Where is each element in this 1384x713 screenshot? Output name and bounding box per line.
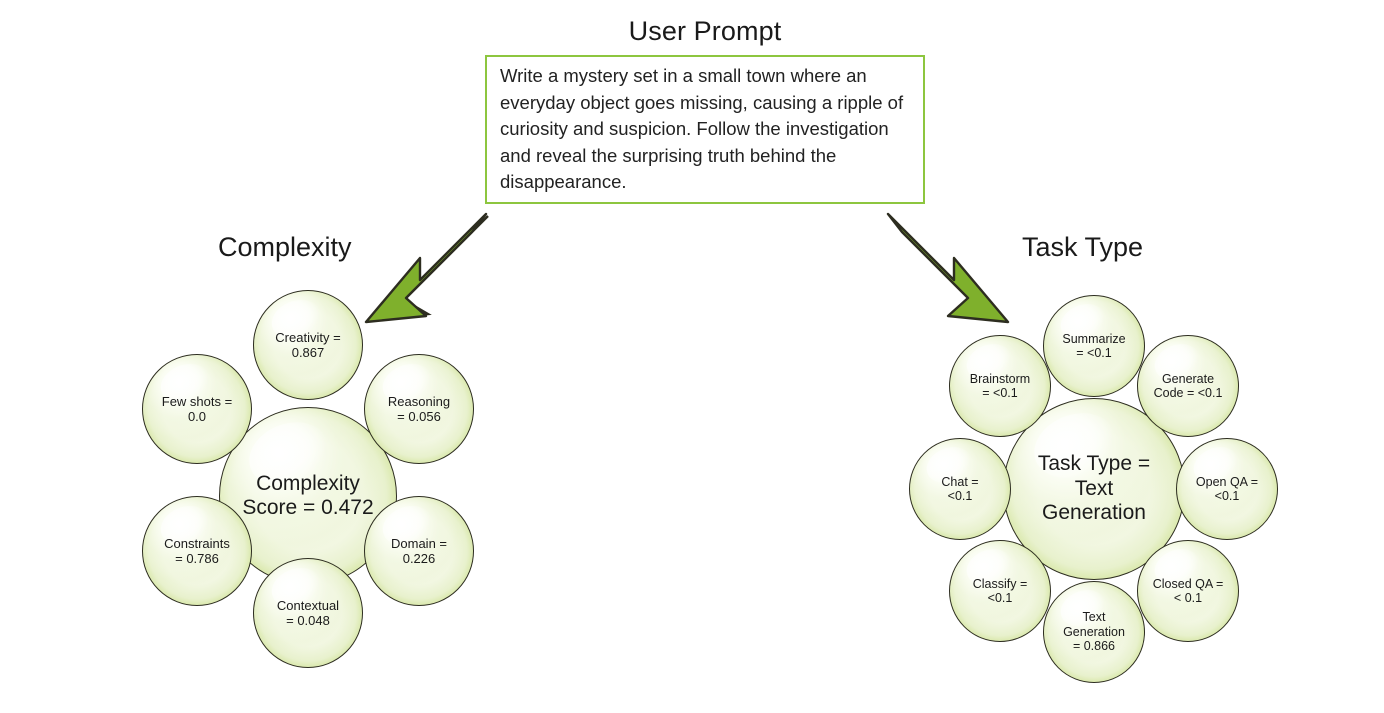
bubble-brainstorm-line2: = <0.1 bbox=[982, 386, 1018, 400]
bubble-open-qa-line2: <0.1 bbox=[1214, 489, 1240, 503]
bubble-task-type-line3: Generation bbox=[1042, 501, 1146, 525]
cluster-heading-complexity: Complexity bbox=[218, 232, 352, 262]
arrow-down-right-icon bbox=[886, 212, 1010, 324]
bubble-generate-code-line2: Code = <0.1 bbox=[1153, 386, 1223, 400]
bubble-few-shots[interactable]: Few shots = 0.0 bbox=[142, 354, 252, 464]
arrow-down-left-icon bbox=[364, 212, 489, 324]
bubble-domain[interactable]: Domain = 0.226 bbox=[364, 496, 474, 606]
bubble-reasoning-line1: Reasoning bbox=[387, 393, 451, 409]
bubble-text-generation-line3: = 0.866 bbox=[1072, 639, 1116, 654]
complexity-cluster: Creativity = 0.867 Reasoning = 0.056 Dom… bbox=[110, 290, 510, 690]
bubble-task-type-line2: Text bbox=[1074, 476, 1114, 500]
bubble-creativity-line2: 0.867 bbox=[291, 345, 325, 360]
task-type-cluster: Summarize = <0.1 Generate Code = <0.1 Op… bbox=[893, 290, 1293, 690]
bubble-creativity[interactable]: Creativity = 0.867 bbox=[253, 290, 363, 400]
bubble-classify[interactable]: Classify = <0.1 bbox=[949, 540, 1051, 642]
bubble-reasoning[interactable]: Reasoning = 0.056 bbox=[364, 354, 474, 464]
bubble-task-type-line1: Task Type = bbox=[1037, 452, 1151, 476]
bubble-few-shots-line2: 0.0 bbox=[187, 409, 207, 424]
page-title: User Prompt bbox=[628, 16, 782, 46]
bubble-closed-qa-line2: < 0.1 bbox=[1173, 591, 1203, 605]
bubble-constraints[interactable]: Constraints = 0.786 bbox=[142, 496, 252, 606]
bubble-chat[interactable]: Chat = <0.1 bbox=[909, 438, 1011, 540]
bubble-text-generation-line1: Text bbox=[1082, 610, 1106, 625]
bubble-constraints-line1: Constraints bbox=[164, 535, 230, 551]
bubble-closed-qa[interactable]: Closed QA = < 0.1 bbox=[1137, 540, 1239, 642]
bubble-generate-code-line1: Generate bbox=[1161, 371, 1215, 386]
bubble-complexity-score-line2: Score = 0.472 bbox=[242, 496, 374, 519]
bubble-chat-line2: <0.1 bbox=[947, 489, 973, 503]
bubble-contextual-line2: = 0.048 bbox=[286, 613, 330, 628]
cluster-heading-task-type: Task Type bbox=[1022, 232, 1144, 262]
bubble-brainstorm[interactable]: Brainstorm = <0.1 bbox=[949, 335, 1051, 437]
bubble-generate-code[interactable]: Generate Code = <0.1 bbox=[1137, 335, 1239, 437]
bubble-classify-line1: Classify = bbox=[972, 576, 1028, 591]
bubble-text-generation-line2: Generation bbox=[1063, 624, 1125, 639]
bubble-contextual-line1: Contextual bbox=[276, 597, 340, 613]
bubble-closed-qa-line1: Closed QA = bbox=[1152, 576, 1224, 591]
bubble-task-type-result[interactable]: Task Type = Text Generation bbox=[1003, 398, 1185, 580]
bubble-few-shots-line1: Few shots = bbox=[161, 393, 233, 409]
bubble-domain-line1: Domain = bbox=[391, 535, 447, 551]
bubble-chat-line1: Chat = bbox=[941, 474, 979, 489]
user-prompt-box: Write a mystery set in a small town wher… bbox=[485, 55, 925, 204]
user-prompt-text: Write a mystery set in a small town wher… bbox=[500, 65, 909, 192]
bubble-brainstorm-line1: Brainstorm bbox=[969, 371, 1031, 386]
bubble-open-qa[interactable]: Open QA = <0.1 bbox=[1176, 438, 1278, 540]
bubble-open-qa-line1: Open QA = bbox=[1195, 474, 1259, 489]
bubble-reasoning-line2: = 0.056 bbox=[397, 409, 441, 424]
bubble-summarize[interactable]: Summarize = <0.1 bbox=[1043, 295, 1145, 397]
bubble-constraints-line2: = 0.786 bbox=[175, 551, 219, 566]
bubble-summarize-line1: Summarize bbox=[1062, 331, 1126, 346]
bubble-summarize-line2: = <0.1 bbox=[1076, 346, 1112, 360]
bubble-complexity-score[interactable]: Complexity Score = 0.472 bbox=[219, 407, 397, 585]
bubble-contextual[interactable]: Contextual = 0.048 bbox=[253, 558, 363, 668]
bubble-domain-line2: 0.226 bbox=[402, 551, 436, 566]
bubble-creativity-line1: Creativity = bbox=[275, 329, 341, 345]
bubble-text-generation[interactable]: Text Generation = 0.866 bbox=[1043, 581, 1145, 683]
bubble-complexity-score-line1: Complexity bbox=[256, 471, 360, 495]
bubble-classify-line2: <0.1 bbox=[987, 591, 1013, 605]
